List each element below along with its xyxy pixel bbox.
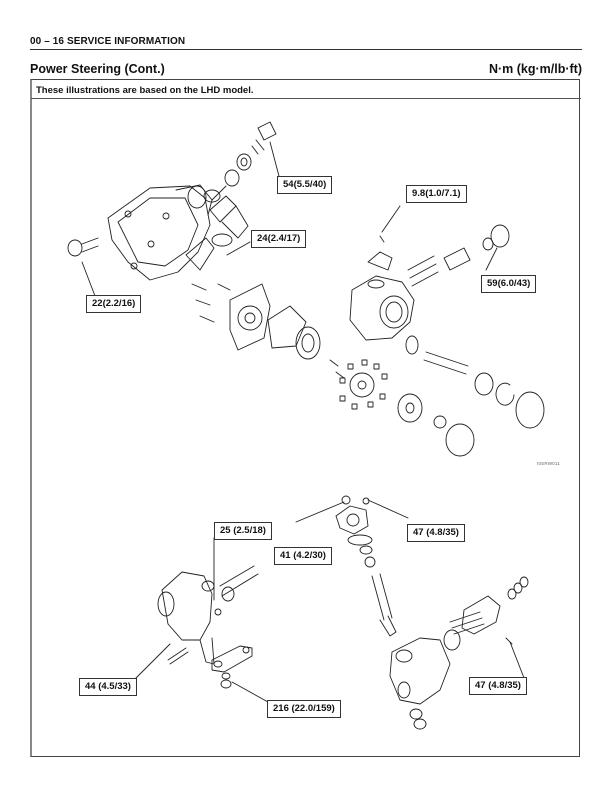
pump-cover-plate [229, 283, 271, 351]
banjo-bolt-stack [203, 121, 277, 203]
torque-callout-shaft-bolt: 25 (2.5/18) [214, 522, 272, 540]
torque-callout-union-fitting: 59(6.0/43) [481, 275, 537, 293]
gear-housing-right [389, 637, 451, 730]
rotor-vanes [329, 359, 388, 410]
flow-control-valve [367, 224, 510, 287]
leader-line [367, 499, 409, 519]
leader-line [381, 205, 401, 233]
lhd-note: These illustrations are based on the LHD… [36, 85, 254, 96]
steering-gear-exploded-view [133, 495, 529, 730]
torque-callout-mount-stud: 44 (4.5/33) [79, 678, 137, 696]
torque-callout-banjo-bolt: 54(5.5/40) [277, 176, 333, 194]
control-valve-assembly [443, 576, 529, 651]
pitman-arm [211, 645, 253, 689]
leader-line [81, 261, 96, 297]
note-divider [31, 98, 581, 99]
leader-line [226, 241, 251, 256]
torque-callout-pitman-nut: 216 (22.0/159) [267, 700, 341, 718]
torque-callout-valve-bolt: 47 (4.8/35) [469, 677, 527, 695]
gear-top-cover [335, 495, 376, 568]
illustration-frame [30, 79, 580, 757]
torque-callout-cover-nut: 41 (4.2/30) [274, 547, 332, 565]
section-title: Power Steering (Cont.) [30, 62, 165, 76]
pump-exploded-view [67, 121, 545, 457]
leader-line [509, 641, 525, 679]
leader-line [231, 681, 269, 703]
mount-bolt-illustration [67, 237, 99, 257]
leader-line [485, 247, 498, 271]
torque-callout-cover-bolt: 47 (4.8/35) [407, 524, 465, 542]
torque-callout-small-bolt: 9.8(1.0/7.1) [406, 185, 467, 203]
torque-callout-mount-bolt: 22(2.2/16) [86, 295, 142, 313]
pump-housing-rear [349, 275, 415, 341]
header-divider [30, 49, 582, 50]
figure-code: I0SRW011 [537, 461, 560, 466]
torque-units: N·m (kg·m/lb·ft) [488, 62, 582, 76]
torque-callout-bracket-bolt: 24(2.4/17) [251, 230, 307, 248]
page-header: 00 – 16 SERVICE INFORMATION [30, 36, 186, 47]
pump-body-illustration [107, 184, 215, 281]
leader-line [295, 501, 345, 523]
leader-line [133, 643, 171, 681]
leader-line [269, 141, 281, 181]
gear-box-left [157, 571, 215, 665]
